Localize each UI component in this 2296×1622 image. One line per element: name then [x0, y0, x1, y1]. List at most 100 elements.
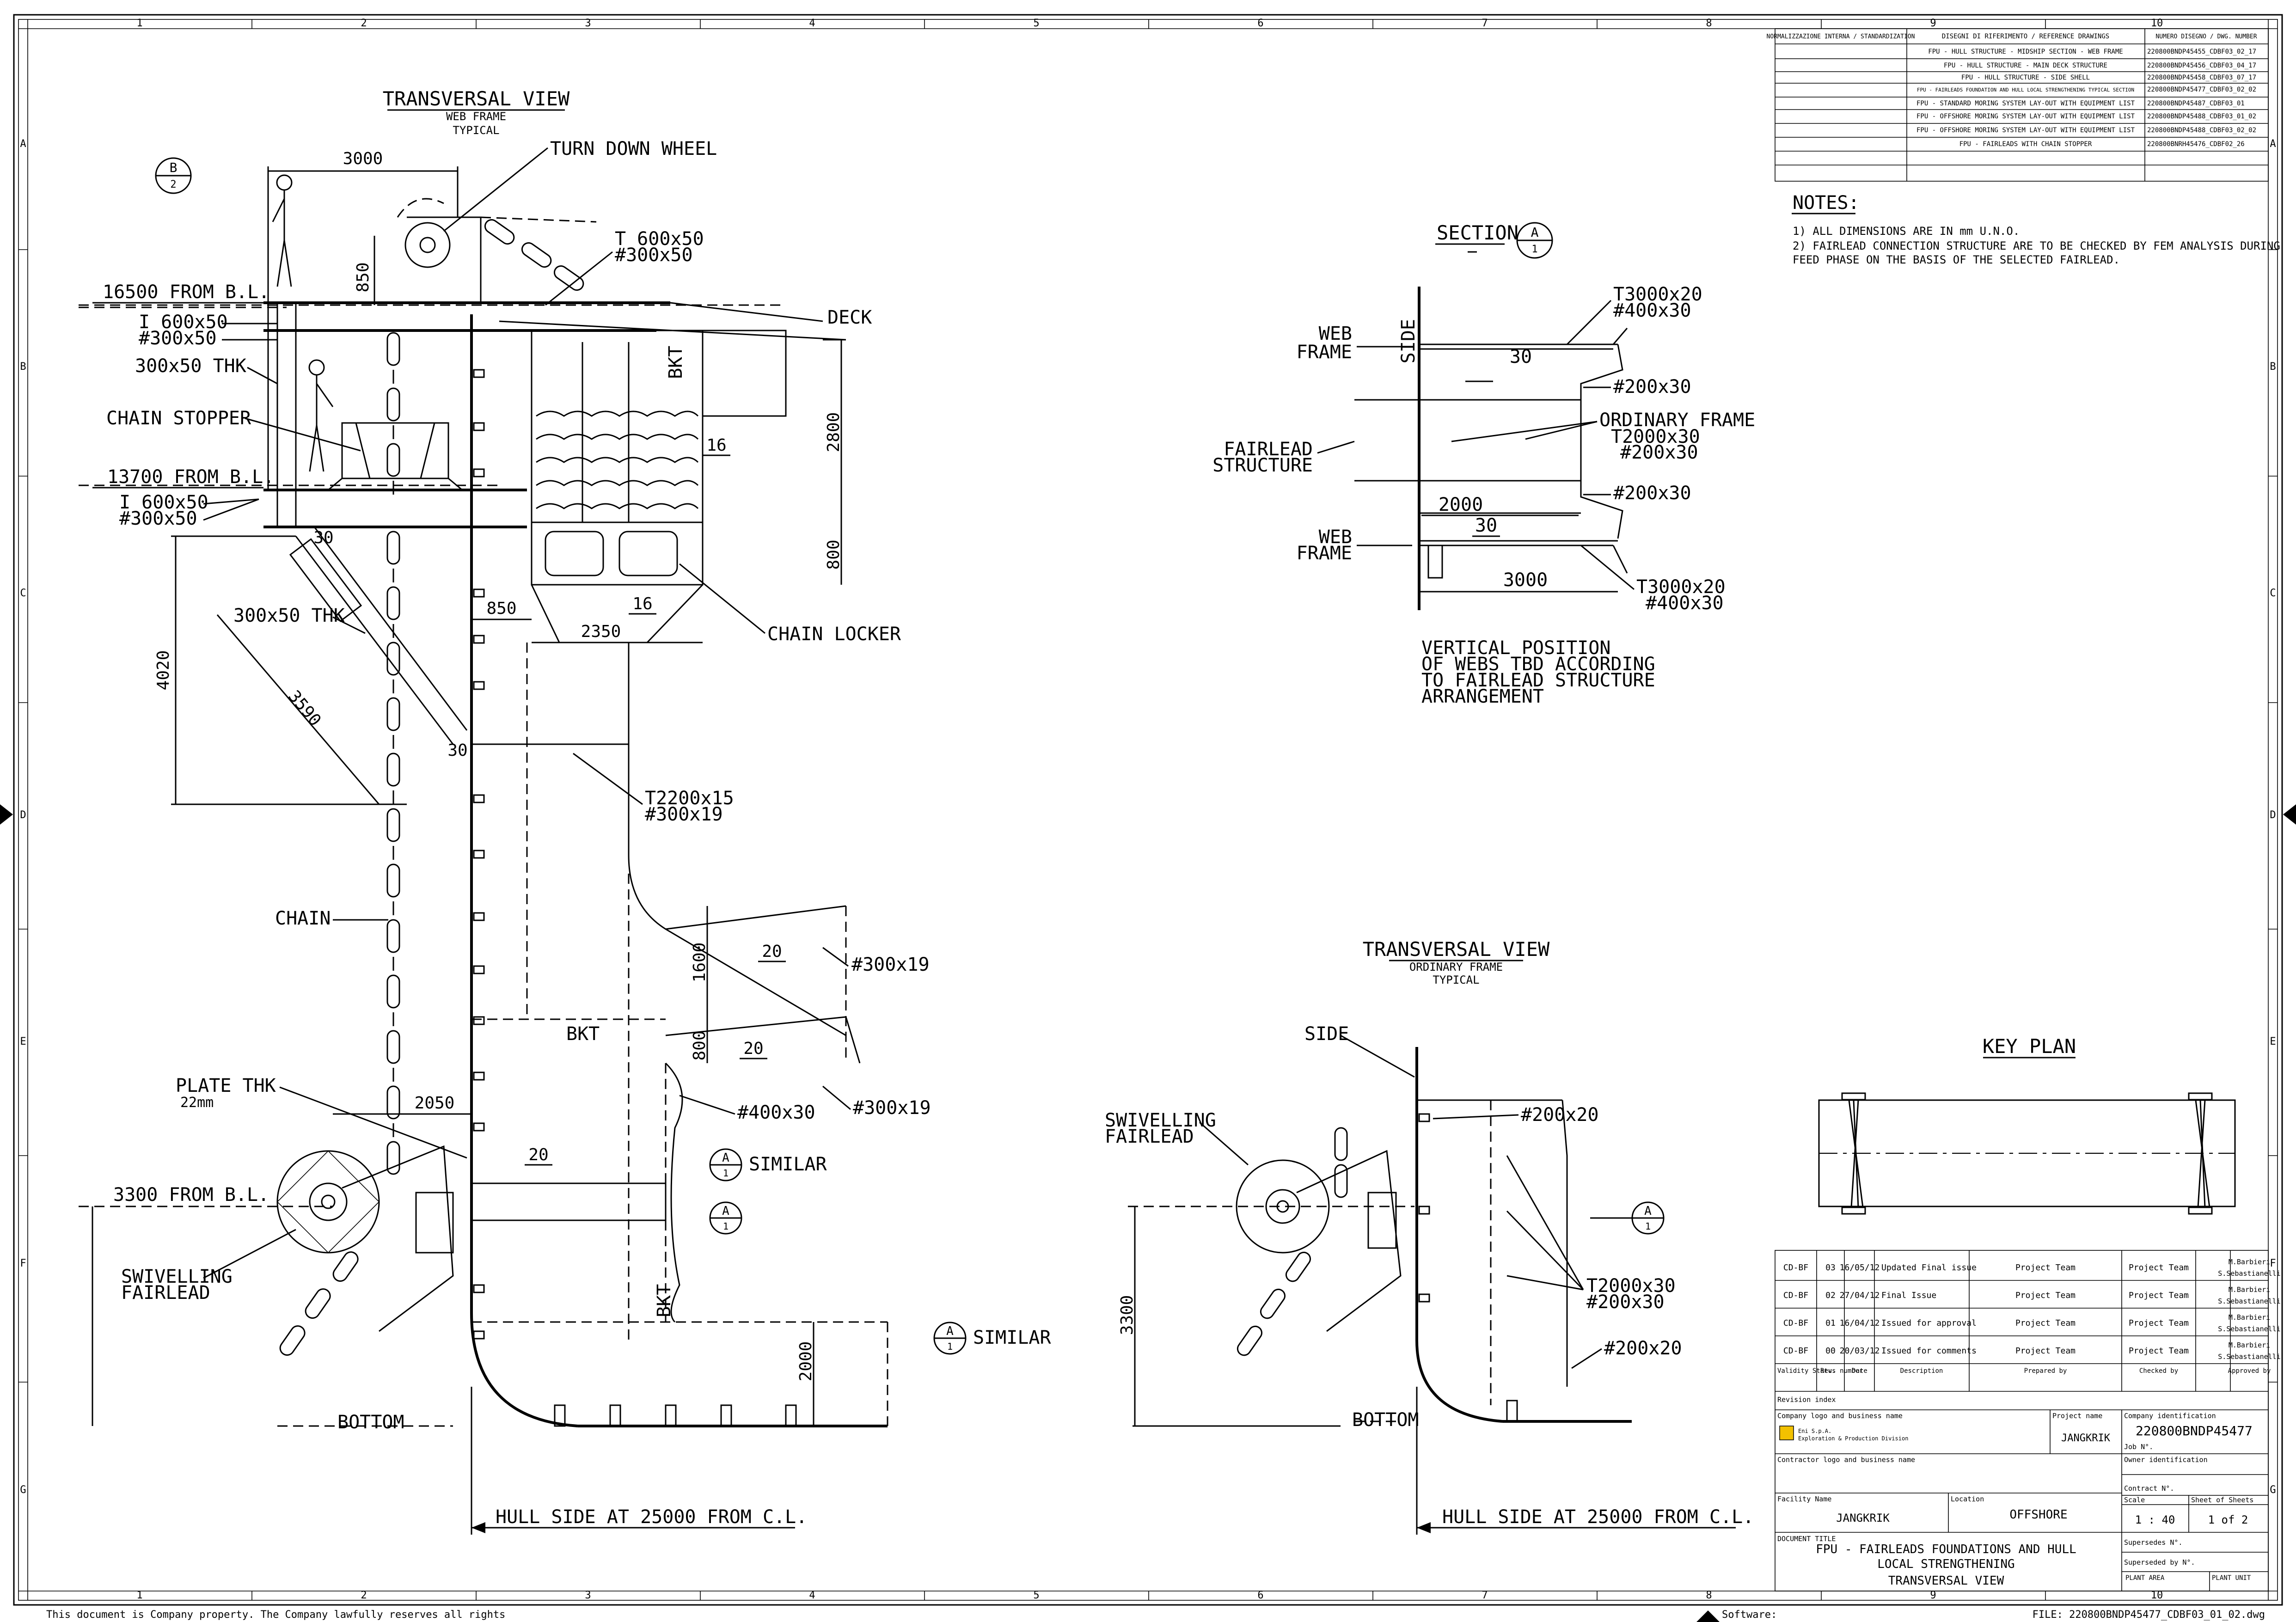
svg-text:#300x19: #300x19 — [853, 1097, 931, 1119]
svg-text:NOTES:: NOTES: — [1793, 192, 1860, 214]
svg-text:M.Barbieri: M.Barbieri — [2229, 1285, 2270, 1294]
svg-text:HULL SIDE AT 25000 FROM C.L.: HULL SIDE AT 25000 FROM C.L. — [1442, 1506, 1754, 1528]
svg-text:S.Sebastianelli: S.Sebastianelli — [2218, 1325, 2280, 1333]
svg-text:T2000x30: T2000x30 — [1586, 1275, 1676, 1297]
svg-text:G: G — [20, 1484, 26, 1496]
svg-text:WEB FRAME: WEB FRAME — [446, 110, 506, 123]
svg-text:#300x50: #300x50 — [615, 245, 693, 266]
svg-text:BKT: BKT — [654, 1284, 675, 1317]
svg-text:220800BNDP45477: 220800BNDP45477 — [2136, 1423, 2253, 1438]
svg-text:Final Issue: Final Issue — [1881, 1291, 1936, 1300]
svg-text:16: 16 — [706, 436, 726, 455]
svg-text:Supersedes N°.: Supersedes N°. — [2124, 1538, 2182, 1547]
svg-text:SIMILAR: SIMILAR — [973, 1327, 1051, 1348]
svg-text:LOCAL STRENGTHENING: LOCAL STRENGTHENING — [1877, 1557, 2014, 1571]
svg-text:#300x19: #300x19 — [851, 954, 930, 975]
svg-text:1) ALL DIMENSIONS ARE IN mm U.: 1) ALL DIMENSIONS ARE IN mm U.N.O. — [1793, 225, 2020, 238]
svg-text:JANGKRIK: JANGKRIK — [2061, 1432, 2111, 1444]
svg-text:TRANSVERSAL VIEW: TRANSVERSAL VIEW — [383, 87, 570, 110]
svg-text:JANGKRIK: JANGKRIK — [1836, 1512, 1890, 1524]
svg-text:FPU - FAIRLEADS FOUNDATIONS AN: FPU - FAIRLEADS FOUNDATIONS AND HULL — [1816, 1542, 2076, 1556]
svg-text:Date: Date — [1852, 1367, 1867, 1375]
svg-text:PLANT UNIT: PLANT UNIT — [2212, 1574, 2251, 1582]
svg-text:1 of 2: 1 of 2 — [2208, 1513, 2248, 1526]
svg-text:Contractor logo and business n: Contractor logo and business name — [1777, 1456, 1915, 1464]
svg-text:T2200x15: T2200x15 — [645, 788, 734, 809]
svg-text:4020: 4020 — [154, 650, 173, 691]
svg-text:Project Team: Project Team — [2129, 1291, 2189, 1300]
svg-text:1: 1 — [1531, 244, 1537, 255]
svg-text:S.Sebastianelli: S.Sebastianelli — [2218, 1353, 2280, 1361]
svg-text:T3000x20: T3000x20 — [1613, 284, 1702, 305]
svg-text:Sheet of Sheets: Sheet of Sheets — [2191, 1496, 2253, 1504]
svg-text:SECTION: SECTION — [1437, 221, 1518, 244]
svg-text:NORMALIZZAZIONE INTERNA / STAN: NORMALIZZAZIONE INTERNA / STANDARDIZATIO… — [1767, 33, 1915, 40]
svg-text:Checked by: Checked by — [2139, 1367, 2178, 1375]
svg-text:2: 2 — [361, 18, 367, 29]
svg-text:OF WEBS TBD ACCORDING: OF WEBS TBD ACCORDING — [1421, 654, 1655, 675]
svg-text:Rev. number: Rev. number — [1820, 1367, 1863, 1375]
svg-text:Contract N°.: Contract N°. — [2124, 1484, 2174, 1493]
svg-text:Job N°.: Job N°. — [2124, 1443, 2153, 1451]
svg-text:ORDINARY FRAME: ORDINARY FRAME — [1599, 410, 1755, 431]
svg-text:300x50 THK: 300x50 THK — [233, 605, 345, 626]
svg-text:M.Barbieri: M.Barbieri — [2229, 1258, 2270, 1266]
svg-text:1: 1 — [1645, 1221, 1651, 1232]
svg-text:A: A — [946, 1324, 954, 1338]
svg-text:A: A — [1644, 1204, 1652, 1218]
svg-text:A: A — [722, 1204, 729, 1218]
title-block: CD-BF 03 16/05/12 Updated Final issue Pr… — [1775, 1250, 2281, 1591]
svg-text:2800: 2800 — [824, 412, 843, 453]
svg-text:9: 9 — [1930, 1590, 1936, 1601]
svg-text:FPU - FAIRLEADS FOUNDATION AND: FPU - FAIRLEADS FOUNDATION AND HULL LOCA… — [1917, 87, 2134, 93]
svg-text:20/03/12: 20/03/12 — [1840, 1346, 1880, 1356]
svg-text:G: G — [2270, 1484, 2276, 1496]
svg-text:S.Sebastianelli: S.Sebastianelli — [2218, 1269, 2280, 1278]
svg-text:2050: 2050 — [415, 1094, 455, 1113]
svg-text:Project name: Project name — [2052, 1412, 2102, 1420]
svg-text:SWIVELLING: SWIVELLING — [1105, 1110, 1216, 1131]
svg-text:2000: 2000 — [796, 1341, 815, 1382]
svg-text:Project Team: Project Team — [2129, 1318, 2189, 1328]
svg-text:E: E — [20, 1036, 26, 1047]
svg-text:OFFSHORE: OFFSHORE — [2009, 1508, 2067, 1522]
svg-text:10: 10 — [2151, 1590, 2163, 1601]
svg-text:SIDE: SIDE — [1398, 319, 1419, 363]
svg-text:Project Team: Project Team — [2129, 1346, 2189, 1356]
svg-text:5: 5 — [1033, 1590, 1039, 1601]
svg-text:800: 800 — [690, 1030, 709, 1060]
svg-text:220800BNDP45488_CDBF03_01_02: 220800BNDP45488_CDBF03_01_02 — [2147, 113, 2256, 120]
svg-text:BOTTOM: BOTTOM — [1352, 1409, 1419, 1431]
svg-text:ARRANGEMENT: ARRANGEMENT — [1421, 686, 1544, 707]
svg-text:SWIVELLING: SWIVELLING — [121, 1266, 233, 1287]
svg-text:TURN DOWN WHEEL: TURN DOWN WHEEL — [550, 138, 717, 159]
svg-text:1: 1 — [723, 1168, 729, 1179]
svg-text:220800BNDP45456_CDBF03_04_17: 220800BNDP45456_CDBF03_04_17 — [2147, 62, 2256, 69]
svg-text:CD-BF: CD-BF — [1783, 1291, 1808, 1300]
svg-text:FILE: 220800BNDP45477_CDBF03_0: FILE: 220800BNDP45477_CDBF03_01_02.dwg — [2033, 1609, 2265, 1621]
svg-text:13700 FROM B.L.: 13700 FROM B.L. — [107, 466, 274, 488]
svg-text:A: A — [722, 1151, 729, 1165]
svg-text:Project Team: Project Team — [2015, 1318, 2076, 1328]
svg-text:DISEGNI DI RIFERIMENTO / REFER: DISEGNI DI RIFERIMENTO / REFERENCE DRAWI… — [1942, 33, 2109, 40]
svg-text:Issued for comments: Issued for comments — [1881, 1346, 1977, 1356]
svg-text:Superseded by N°.: Superseded by N°. — [2124, 1558, 2195, 1567]
svg-text:A: A — [1531, 225, 1539, 240]
svg-text:16/05/12: 16/05/12 — [1840, 1263, 1880, 1273]
svg-text:CHAIN: CHAIN — [275, 908, 331, 929]
svg-text:TO FAIRLEAD STRUCTURE: TO FAIRLEAD STRUCTURE — [1421, 670, 1655, 691]
svg-text:3000: 3000 — [343, 149, 383, 168]
svg-text:Software:: Software: — [1722, 1609, 1777, 1621]
svg-text:3: 3 — [585, 1590, 591, 1601]
svg-text:BKT: BKT — [566, 1023, 600, 1045]
svg-text:KEY PLAN: KEY PLAN — [1983, 1035, 2076, 1058]
svg-text:D: D — [20, 809, 26, 821]
svg-text:Updated Final issue: Updated Final issue — [1881, 1263, 1977, 1273]
svg-text:8: 8 — [1706, 1590, 1712, 1601]
svg-text:#200x30: #200x30 — [1586, 1291, 1665, 1313]
svg-text:1 : 40: 1 : 40 — [2135, 1513, 2175, 1526]
svg-text:Exploration & Production Divis: Exploration & Production Division — [1798, 1435, 1908, 1442]
svg-text:220800BNRH45476_CDBF02_26: 220800BNRH45476_CDBF02_26 — [2147, 141, 2245, 148]
svg-text:FPU - OFFSHORE MORING SYSTEM L: FPU - OFFSHORE MORING SYSTEM LAY-OUT WIT… — [1916, 113, 2135, 120]
svg-text:3300 FROM B.L.: 3300 FROM B.L. — [113, 1184, 269, 1206]
